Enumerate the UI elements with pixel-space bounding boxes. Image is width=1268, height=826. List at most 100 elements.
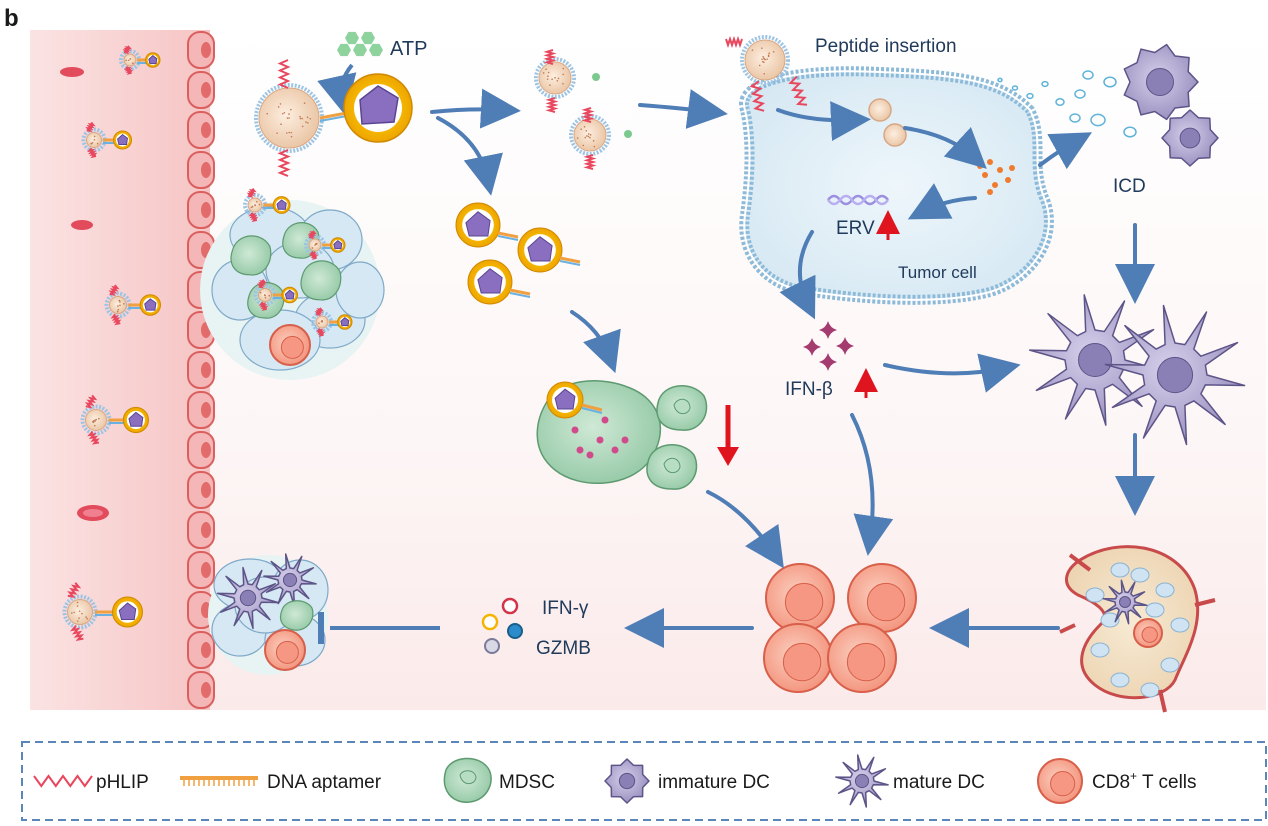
lymph-cell [1141, 683, 1159, 697]
icd-vesicle [998, 78, 1002, 81]
liposome-dot [77, 605, 79, 607]
panel-letter: b [4, 5, 19, 32]
legend-immature-dc-label: immature DC [658, 772, 770, 793]
liposome-dot [254, 205, 256, 207]
liposome-core [68, 600, 93, 625]
peptide-insertion-label: Peptide insertion [815, 36, 957, 57]
icd-vesicle [1056, 99, 1064, 105]
drug-dot [977, 163, 983, 169]
liposome-dot [91, 143, 93, 145]
endothelial-nucleus [201, 402, 211, 418]
mdsc-granule [597, 437, 604, 444]
liposome-dot [558, 78, 560, 80]
liposome-dot [773, 51, 775, 53]
legend-dna-aptamer-label: DNA aptamer [267, 772, 382, 793]
mature-dc-nucleus [283, 573, 296, 586]
liposome-dot [276, 132, 278, 134]
liposome-dot [562, 68, 564, 70]
liposome-dot [557, 80, 559, 82]
icd-vesicle [1027, 94, 1033, 99]
liposome-dot [766, 58, 768, 60]
liposome-dot [752, 49, 754, 51]
cd8-t-cell-nucleus [867, 583, 904, 620]
legend-phlip-label: pHLIP [96, 772, 149, 793]
mdsc-granule [577, 447, 584, 454]
liposome-dot [590, 134, 592, 136]
lymph-cell [1146, 603, 1164, 617]
liposome-dot [73, 612, 75, 614]
endothelial-nucleus [201, 362, 211, 378]
liposome-dot [763, 58, 765, 60]
liposome-dot [582, 145, 584, 147]
mature-dc-nucleus [1079, 344, 1112, 377]
liposome-dot [580, 128, 582, 130]
lymph-cell [1086, 588, 1104, 602]
liposome-dot [284, 112, 286, 114]
endothelial-nucleus [201, 682, 211, 698]
liposome-dot [577, 137, 579, 139]
liposome-dot [117, 311, 119, 313]
liposome-dot [94, 420, 96, 422]
liposome-dot [94, 136, 96, 138]
endothelial-nucleus [201, 162, 211, 178]
icd-vesicle [1070, 114, 1080, 122]
liposome-dot [586, 130, 588, 132]
liposome-dot [548, 72, 550, 74]
legend-mdsc-label: MDSC [499, 772, 555, 793]
mature-dc-nucleus [1157, 357, 1192, 392]
liposome-dot [304, 102, 306, 104]
liposome-dot [125, 60, 127, 62]
icd-vesicle [1075, 90, 1085, 98]
liposome-dot [768, 55, 770, 57]
legend-cd8-suffix: T cells [1137, 772, 1197, 793]
aptamer-remnant [624, 130, 632, 138]
endothelial-nucleus [201, 442, 211, 458]
liposome-dot [584, 137, 586, 139]
mdsc-nucleus [664, 458, 680, 472]
drug-dot [987, 159, 993, 165]
mature-dc-nucleus [855, 774, 868, 787]
liposome-dot [307, 122, 309, 124]
drug-dot [992, 182, 998, 188]
icd-vesicle [1124, 127, 1136, 137]
liposome-dot [321, 321, 323, 323]
liposome-dot [94, 425, 96, 427]
liposome-dot [123, 303, 125, 305]
liposome-dot [299, 116, 301, 118]
liposome-dot [128, 59, 130, 61]
liposome-dot [132, 63, 134, 65]
mdsc-granule [612, 447, 619, 454]
liposome-dot [551, 79, 553, 81]
liposome-dot [79, 610, 81, 612]
lymph-cell [1091, 643, 1109, 657]
liposome-dot [266, 113, 268, 115]
liposome-dot [768, 52, 770, 54]
mdsc-nucleus [674, 399, 690, 413]
endothelial-nucleus [201, 122, 211, 138]
endothelial-nucleus [201, 642, 211, 658]
liposome-dot [92, 421, 94, 423]
mdsc-granule [622, 437, 629, 444]
drug-dot [1005, 177, 1011, 183]
mature-dc-nucleus [1120, 597, 1131, 608]
liposome-dot [95, 419, 97, 421]
liposome-dot [301, 118, 303, 120]
endothelial-nucleus [201, 42, 211, 58]
liposome-dot [286, 132, 288, 134]
liposome-dot [94, 139, 96, 141]
mature-dc-nucleus [240, 590, 255, 605]
liposome-dot [554, 77, 556, 79]
liposome-dot [77, 602, 79, 604]
liposome-dot [264, 294, 266, 296]
icd-vesicle [1013, 86, 1018, 90]
liposome-dot [290, 109, 292, 111]
atp-label: ATP [390, 38, 427, 60]
liposome-dot [318, 322, 320, 324]
lymph-cell [1131, 568, 1149, 582]
aptamer-remnant [592, 73, 600, 81]
immature-dc-nucleus [1147, 69, 1174, 96]
liposome-dot [588, 136, 590, 138]
liposome-dot [310, 118, 312, 120]
liposome-dot [118, 309, 120, 311]
liposome-dot [81, 613, 83, 615]
